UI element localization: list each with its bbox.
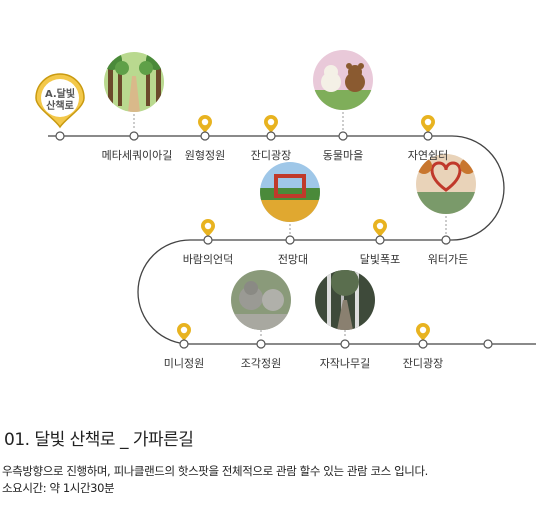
route-node	[285, 235, 295, 245]
route-node	[375, 235, 385, 245]
route-node	[179, 339, 189, 349]
stop-label: 바람의언덕	[183, 253, 234, 266]
route-node	[441, 235, 451, 245]
route-node	[423, 131, 433, 141]
stop-label: 달빛폭포	[360, 253, 400, 266]
start-marker-line1: A.달빛	[45, 87, 75, 100]
forest-path-photo	[104, 52, 164, 112]
stop-label: 원형정원	[185, 149, 225, 162]
route-node	[338, 131, 348, 141]
route-node	[129, 131, 139, 141]
stop-label: 미니정원	[164, 357, 204, 370]
birch-path-photo	[315, 270, 375, 330]
course-description-block: 우측방향으로 진행하며, 피나클랜드의 핫스팟을 전체적으로 관람 할수 있는 …	[2, 463, 542, 497]
start-marker[interactable]: A.달빛 산책로	[35, 73, 85, 129]
pin-icon[interactable]	[198, 115, 212, 133]
start-marker-line2: 산책로	[46, 99, 74, 112]
pin-icon[interactable]	[421, 115, 435, 133]
route-node	[203, 235, 213, 245]
route-node	[256, 339, 266, 349]
stop-label: 전망대	[278, 253, 308, 266]
course-description: 우측방향으로 진행하며, 피나클랜드의 핫스팟을 전체적으로 관람 할수 있는 …	[2, 464, 428, 478]
route-node	[340, 339, 350, 349]
stop-label: 자작나무길	[320, 357, 371, 370]
stop-label: 자연쉼터	[408, 149, 448, 162]
sculpture-photo	[231, 270, 291, 330]
animal-statues-photo	[313, 50, 373, 110]
course-title: 01. 달빛 산책로 _ 가파른길	[4, 430, 194, 450]
course-map: A.달빛 산책로	[35, 50, 536, 370]
stop-label: 동물마을	[323, 149, 363, 162]
stop-label: 워터가든	[428, 253, 468, 266]
route-node	[483, 339, 493, 349]
stop-label: 조각정원	[241, 357, 281, 370]
pin-icon[interactable]	[416, 323, 430, 341]
stop-label: 메타세쿼이아길	[102, 149, 173, 162]
pin-icon[interactable]	[264, 115, 278, 133]
route-node	[55, 131, 65, 141]
route-node	[200, 131, 210, 141]
route-node	[266, 131, 276, 141]
stop-label: 잔디광장	[251, 149, 291, 162]
route-line	[48, 135, 536, 345]
course-duration: 소요시간: 약 1시간30분	[2, 481, 115, 495]
observatory-photo	[260, 162, 320, 222]
stop-label: 잔디광장	[403, 357, 443, 370]
route-node	[418, 339, 428, 349]
water-garden-photo	[416, 154, 476, 214]
pin-icon[interactable]	[177, 323, 191, 341]
pin-icon[interactable]	[201, 219, 215, 237]
pin-icon[interactable]	[373, 219, 387, 237]
